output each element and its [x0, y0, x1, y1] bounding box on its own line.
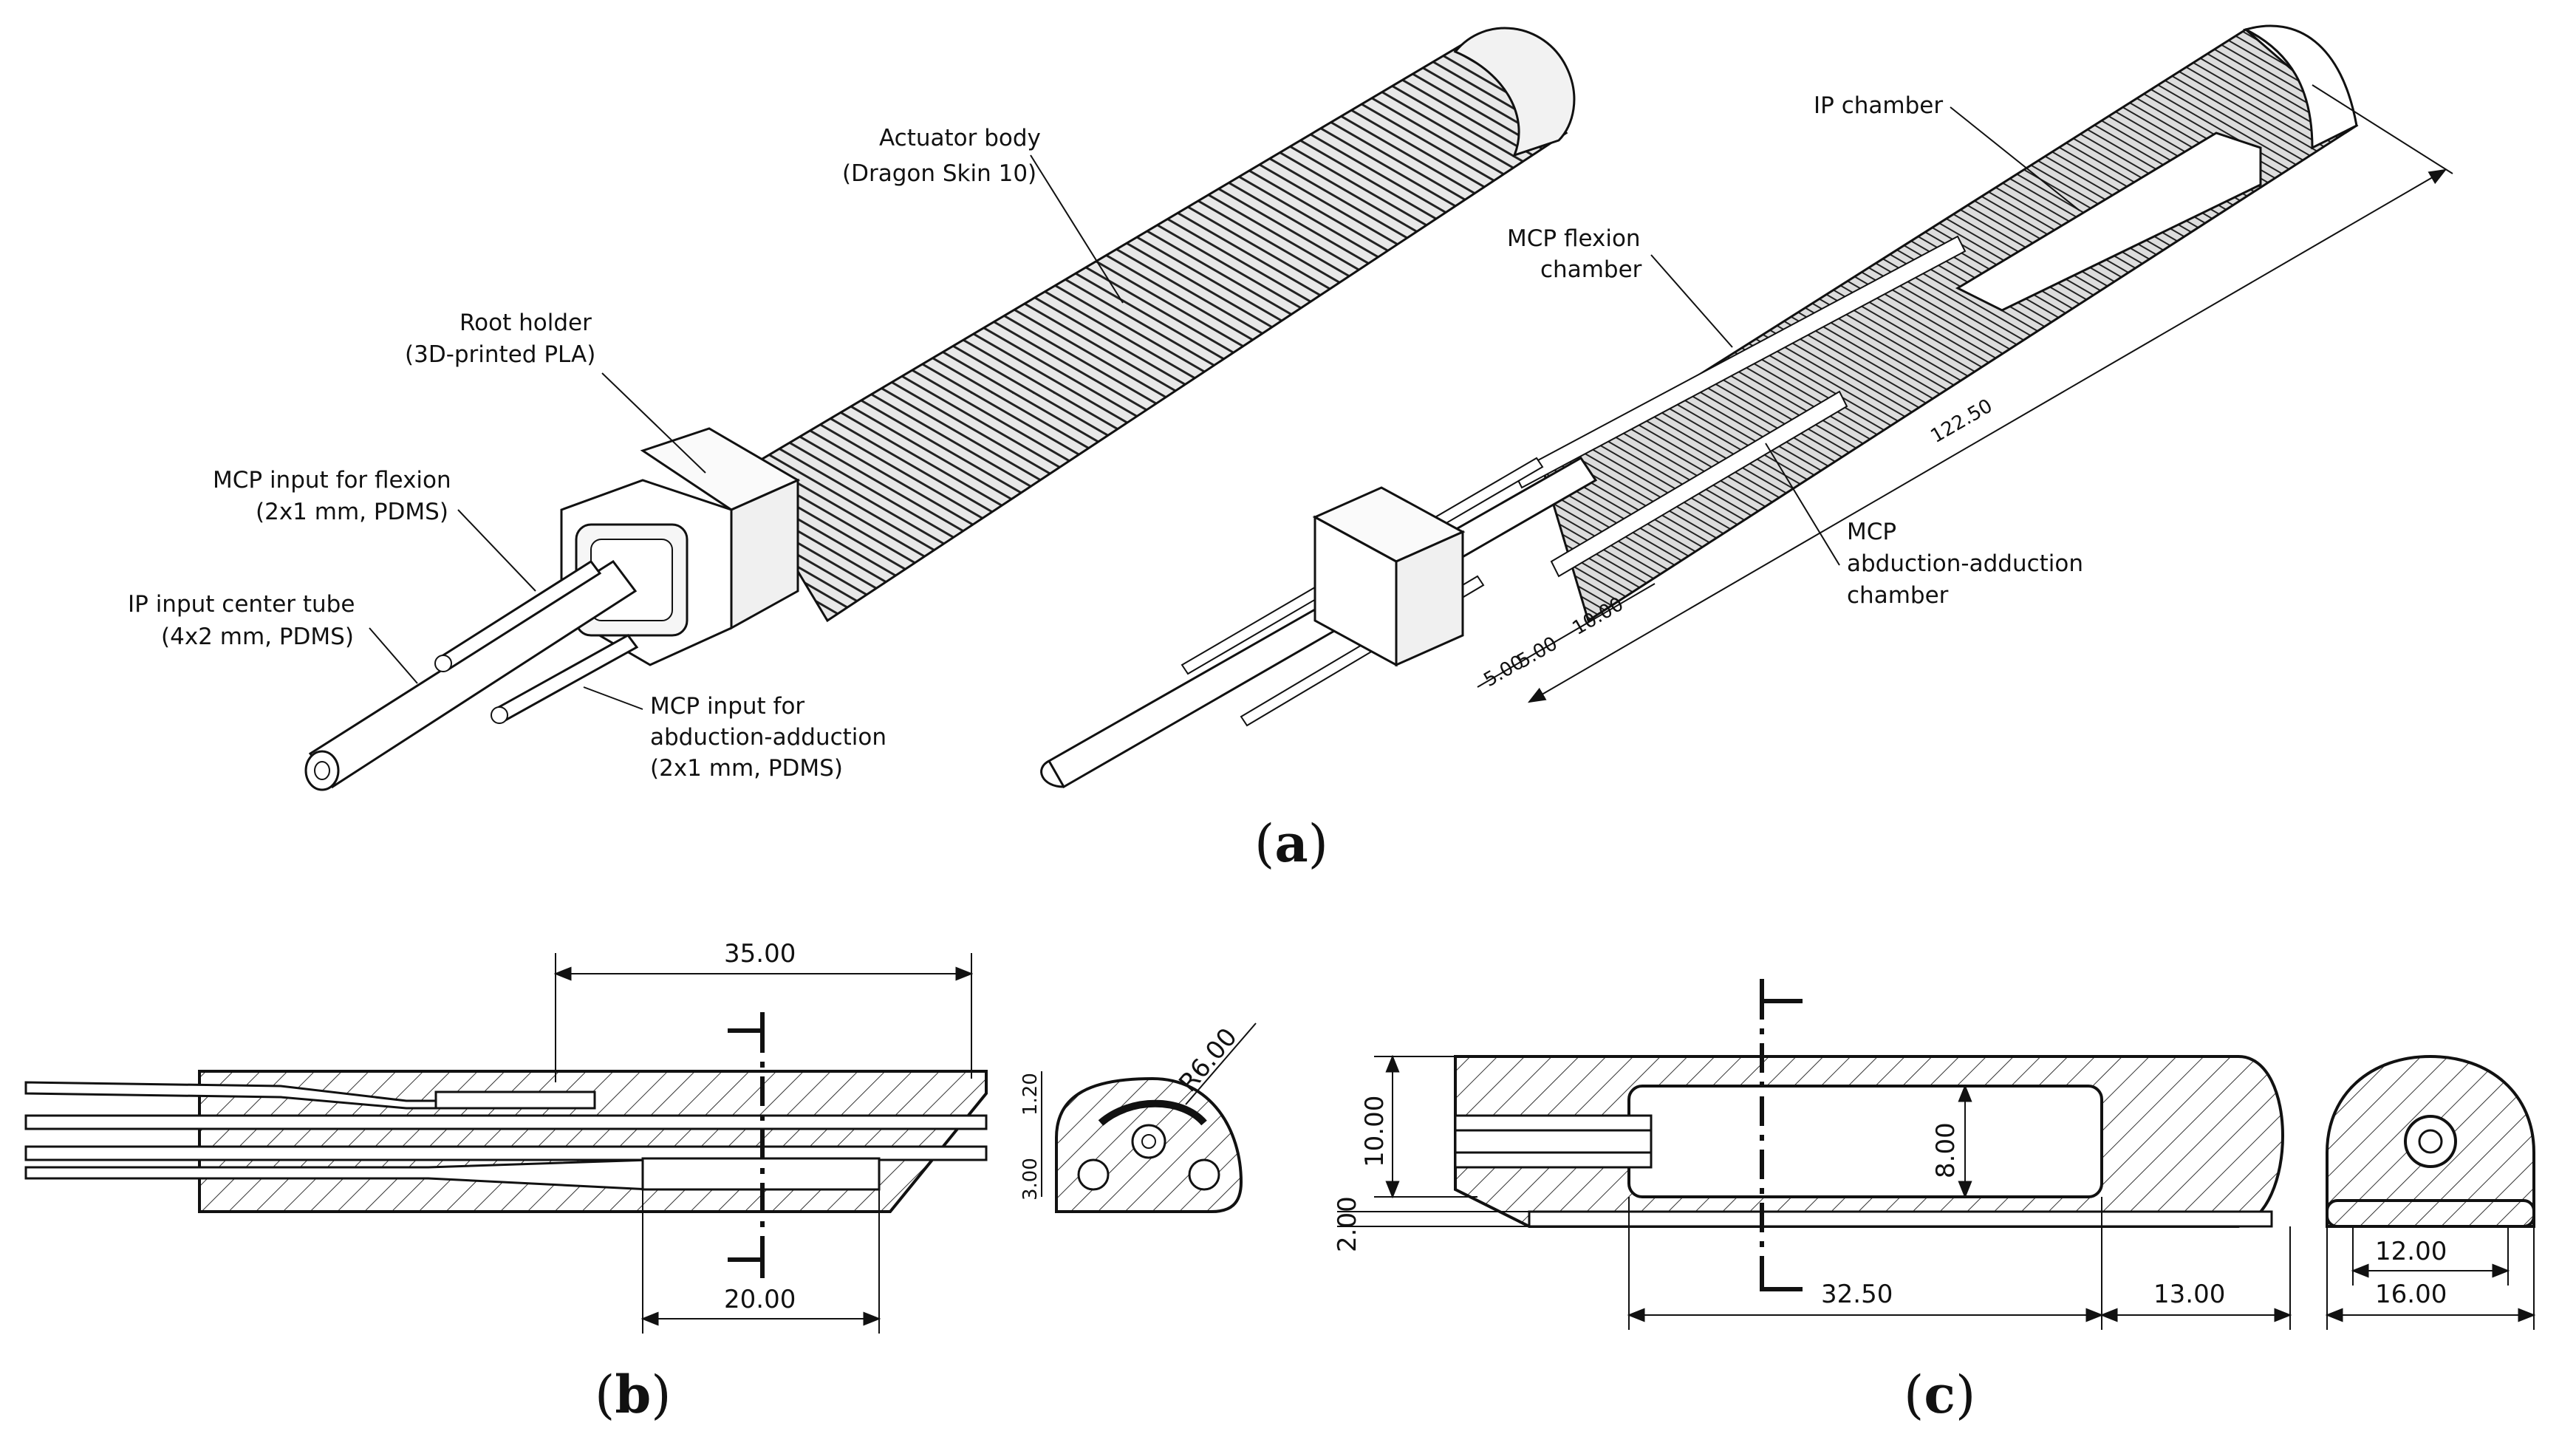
dim-c-13-value: 13.00 — [2153, 1280, 2225, 1309]
dim-line-length — [1527, 168, 2447, 703]
label-actuator-body-1: Actuator body — [879, 125, 1041, 151]
panel-c-cross-tube-bore — [2418, 1129, 2443, 1154]
label-ip-input-1: IP input center tube — [128, 591, 355, 618]
dim-c-325-value: 32.50 — [1821, 1280, 1893, 1309]
dim-b-radius: R6.00 — [1173, 1022, 1243, 1098]
panel-a-assembled-actuator — [304, 27, 1576, 791]
panel-b-section-arrow-top — [728, 1012, 765, 1033]
leader-mcp-abd-input — [583, 686, 643, 710]
panel-c-section-arrow-top — [1760, 979, 1803, 1003]
panel-a-section-view: 122.50 5.00 5.00 10.00 — [1040, 24, 2453, 789]
panel-c-inlet-tube — [1454, 1114, 1653, 1169]
panel-c-section-drawing: 10.00 2.00 8.00 32.50 13.00 12.00 16.00 — [1333, 979, 2536, 1330]
label-mcp-abd-input-3: (2x1 mm, PDMS) — [650, 755, 843, 782]
panel-b-upper-chamber — [434, 1090, 596, 1110]
leader-ip-chamber — [1950, 106, 2080, 211]
label-mcp-abd-input-2: abduction-adduction — [650, 724, 886, 751]
panel-b-hole-left — [1077, 1158, 1110, 1191]
dim-line-small — [1477, 583, 1656, 688]
panel-b-section-arrow-bottom — [728, 1257, 765, 1278]
label-mcp-abd-chamber-3: chamber — [1847, 582, 1949, 609]
dim-c-16-value: 16.00 — [2375, 1280, 2447, 1309]
input-tubes-shape — [304, 559, 639, 791]
label-mcp-flexion-input-1: MCP input for flexion — [213, 467, 451, 494]
leader-mcp-abd-chamber — [1765, 443, 1840, 566]
label-root-holder-2: (3D-printed PLA) — [405, 341, 595, 368]
panel-b-hole-center-inner — [1141, 1134, 1156, 1149]
dim-b-35-value: 35.00 — [724, 939, 796, 969]
label-mcp-flexion-chamber-2: chamber — [1540, 256, 1642, 283]
panel-b-arc-channel — [1098, 1099, 1207, 1126]
leader-actuator-body — [1030, 154, 1124, 304]
callouts-left: Actuator body (Dragon Skin 10) Root hold… — [128, 125, 1124, 782]
caption-a: (a) — [1254, 813, 1328, 874]
panel-b-hole-right — [1188, 1158, 1220, 1191]
label-actuator-body-2: (Dragon Skin 10) — [842, 160, 1036, 187]
label-mcp-abd-input-1: MCP input for — [650, 693, 804, 720]
section-body-shape — [1542, 28, 2359, 623]
panel-c-section-arrow-bottom — [1760, 1267, 1803, 1291]
caption-b: (b) — [595, 1364, 672, 1425]
section-root-holder — [1312, 486, 1466, 667]
panel-b-section-drawing: 35.00 20.00 R6.00 1.20 3.00 — [24, 939, 1257, 1334]
label-mcp-abd-chamber-2: abduction-adduction — [1847, 550, 2083, 577]
dim-c-12-value: 12.00 — [2375, 1237, 2447, 1266]
label-mcp-flexion-chamber-1: MCP flexion — [1507, 225, 1641, 252]
section-tip — [2242, 24, 2358, 150]
root-holder-shape — [560, 427, 801, 666]
center-tube-end — [1040, 759, 1065, 788]
dim-b-v2: 3.00 — [1019, 1158, 1042, 1201]
panel-c-base-layer — [1528, 1210, 2273, 1228]
dim-c-10-value: 10.00 — [1360, 1096, 1390, 1167]
label-mcp-abd-chamber-1: MCP — [1847, 519, 1896, 545]
leader-root-holder — [601, 372, 706, 474]
label-ip-chamber: IP chamber — [1814, 92, 1943, 119]
label-root-holder-1: Root holder — [459, 310, 592, 336]
dim-c-8-value: 8.00 — [1931, 1122, 1961, 1178]
dim-length-value: 122.50 — [1927, 395, 1997, 448]
label-mcp-flexion-input-2: (2x1 mm, PDMS) — [256, 499, 448, 525]
label-ip-input-2: (4x2 mm, PDMS) — [161, 624, 354, 650]
dim-b-v1: 1.20 — [1019, 1073, 1042, 1116]
panel-c-cross-base — [2326, 1199, 2535, 1228]
leader-mcp-flexion-input — [457, 509, 536, 592]
dim-b-20-value: 20.00 — [724, 1285, 796, 1314]
ext-line-length-tip — [2312, 84, 2453, 174]
dim-c-2-value: 2.00 — [1333, 1196, 1362, 1252]
leader-b-radius — [1185, 1022, 1257, 1105]
callouts-right: IP chamber MCP flexion chamber MCP abduc… — [1507, 92, 2083, 609]
leader-mcp-flexion-chamber — [1650, 254, 1733, 348]
dim-small-2: 5.00 — [1514, 632, 1562, 673]
panel-c-ip-chamber — [1627, 1085, 2103, 1198]
leader-ip-input — [369, 627, 418, 684]
caption-c: (c) — [1904, 1364, 1975, 1425]
actuator-tip-cap — [1453, 27, 1576, 157]
